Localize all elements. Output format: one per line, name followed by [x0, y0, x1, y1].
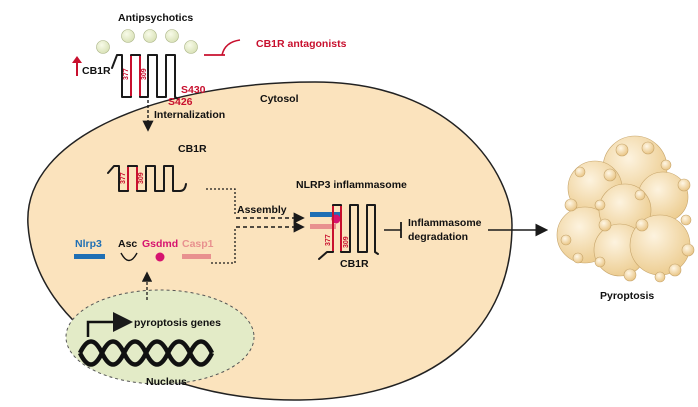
cb1r-complex-label: CB1R [340, 258, 369, 270]
inflammasome-degradation-label-1: Inflammasome [408, 217, 482, 229]
cb1r-internal-label: CB1R [178, 143, 207, 155]
pyroptosis-label: Pyroptosis [600, 290, 654, 302]
residue-309-label-2: 309 [138, 172, 145, 184]
gsdmd-label: Gsdmd [142, 238, 178, 250]
inhibition-icon [221, 39, 241, 56]
nucleus-label: Nucleus [146, 376, 187, 388]
pyroptosis-genes-label: pyroptosis genes [134, 317, 221, 329]
cytosol-label: Cytosol [260, 93, 299, 105]
assembly-label: Assembly [237, 204, 287, 216]
residue-377-label-3: 377 [325, 234, 332, 246]
cb1r-membrane-label: CB1R [82, 65, 111, 77]
cb1r-internalized-receptor: 377 309 [107, 165, 187, 192]
s426-label: S426 [168, 96, 193, 108]
casp1-label: Casp1 [182, 238, 214, 250]
inflammasome-degradation-label-2: degradation [408, 231, 468, 243]
asc-component [120, 252, 138, 262]
antipsychotics-label: Antipsychotics [118, 12, 193, 24]
dna-helix-icon [77, 339, 215, 367]
asc-label: Asc [118, 238, 137, 250]
residue-309-label-3: 309 [343, 236, 350, 248]
gsdmd-component [155, 252, 165, 262]
internalization-label: Internalization [154, 109, 225, 121]
antipsychotic-molecules [96, 29, 198, 54]
cb1r-antagonists-label: CB1R antagonists [256, 38, 347, 50]
residue-377-label: 377 [123, 68, 130, 80]
nlrp3-inflammasome-label: NLRP3 inflammasome [296, 179, 407, 191]
residue-377-label-2: 377 [120, 172, 127, 184]
pyroptotic-cell-cluster [556, 135, 695, 283]
casp1-component [182, 254, 211, 259]
s430-label: S430 [181, 84, 206, 96]
nlrp3-component [74, 254, 105, 259]
nlrp3-inflammasome-complex: 377 309 [310, 204, 379, 260]
assembly-connector-top [206, 188, 236, 214]
nlrp3-label: Nlrp3 [75, 238, 102, 250]
assembly-connector-bottom [211, 227, 236, 264]
nucleus [65, 289, 255, 385]
cb1r-membrane-receptor: 377 309 [111, 54, 179, 100]
residue-309-label: 309 [141, 68, 148, 80]
gene-arrow-icon [86, 312, 133, 337]
